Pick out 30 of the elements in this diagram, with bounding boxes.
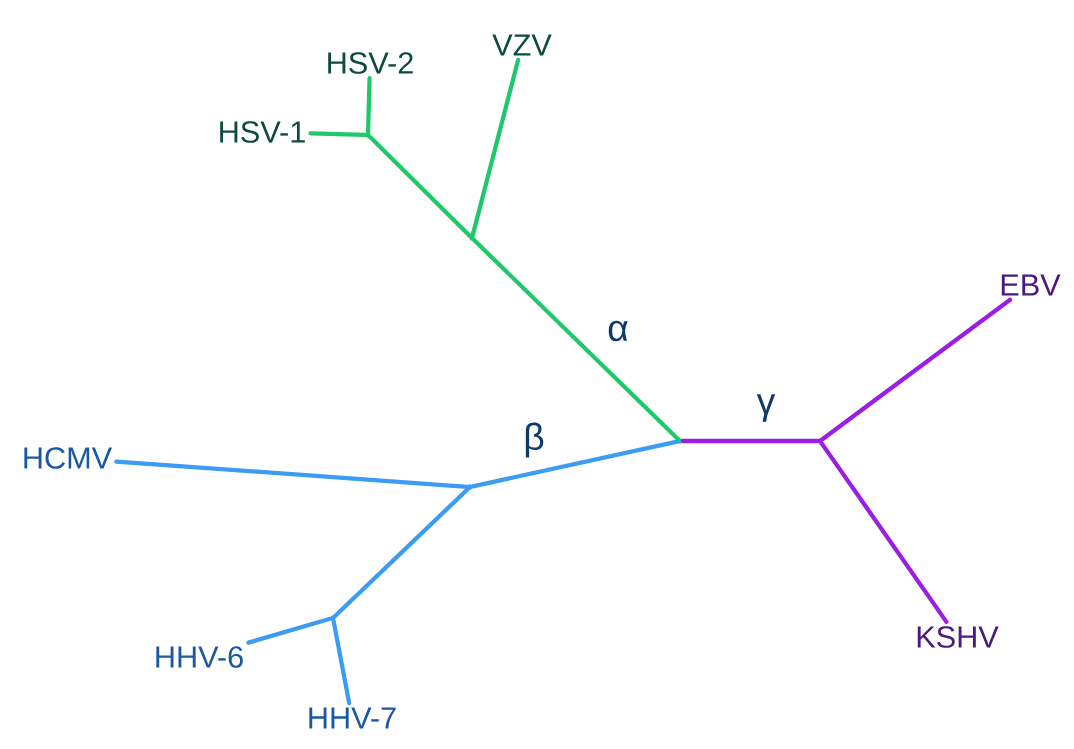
leaf-label: HSV-1 [220,121,305,143]
tree-branch [820,297,1013,442]
tree-branch [819,441,949,624]
tree-branch [471,237,681,442]
leaf-label: KSHV [917,626,999,648]
clade-label: β [521,421,547,459]
tree-branch [470,57,521,238]
tree-branch [114,459,470,489]
branch-point [817,438,823,444]
tree-branch [246,616,333,645]
leaf-label: HSV-2 [328,52,413,74]
tree-branch [331,618,352,706]
leaf-label: EBV [1001,274,1061,296]
tree-branch [470,439,680,489]
tree-branch [365,76,372,135]
clade-label: γ [755,392,777,424]
branch-point [467,484,473,490]
leaf-label: VZV [492,34,552,56]
leaf-label: HHV-6 [156,646,243,668]
branch-point [330,615,336,621]
tree-branch [333,486,471,619]
leaf-label: HCMV [24,447,112,469]
clade-label: α [605,319,631,343]
tree-branch [680,438,820,444]
leaf-label: HHV-7 [309,707,396,729]
branch-point [469,235,475,241]
tree-branch [308,131,368,138]
tree-branch [367,134,473,239]
branch-point [677,438,683,444]
branch-point [365,132,371,138]
